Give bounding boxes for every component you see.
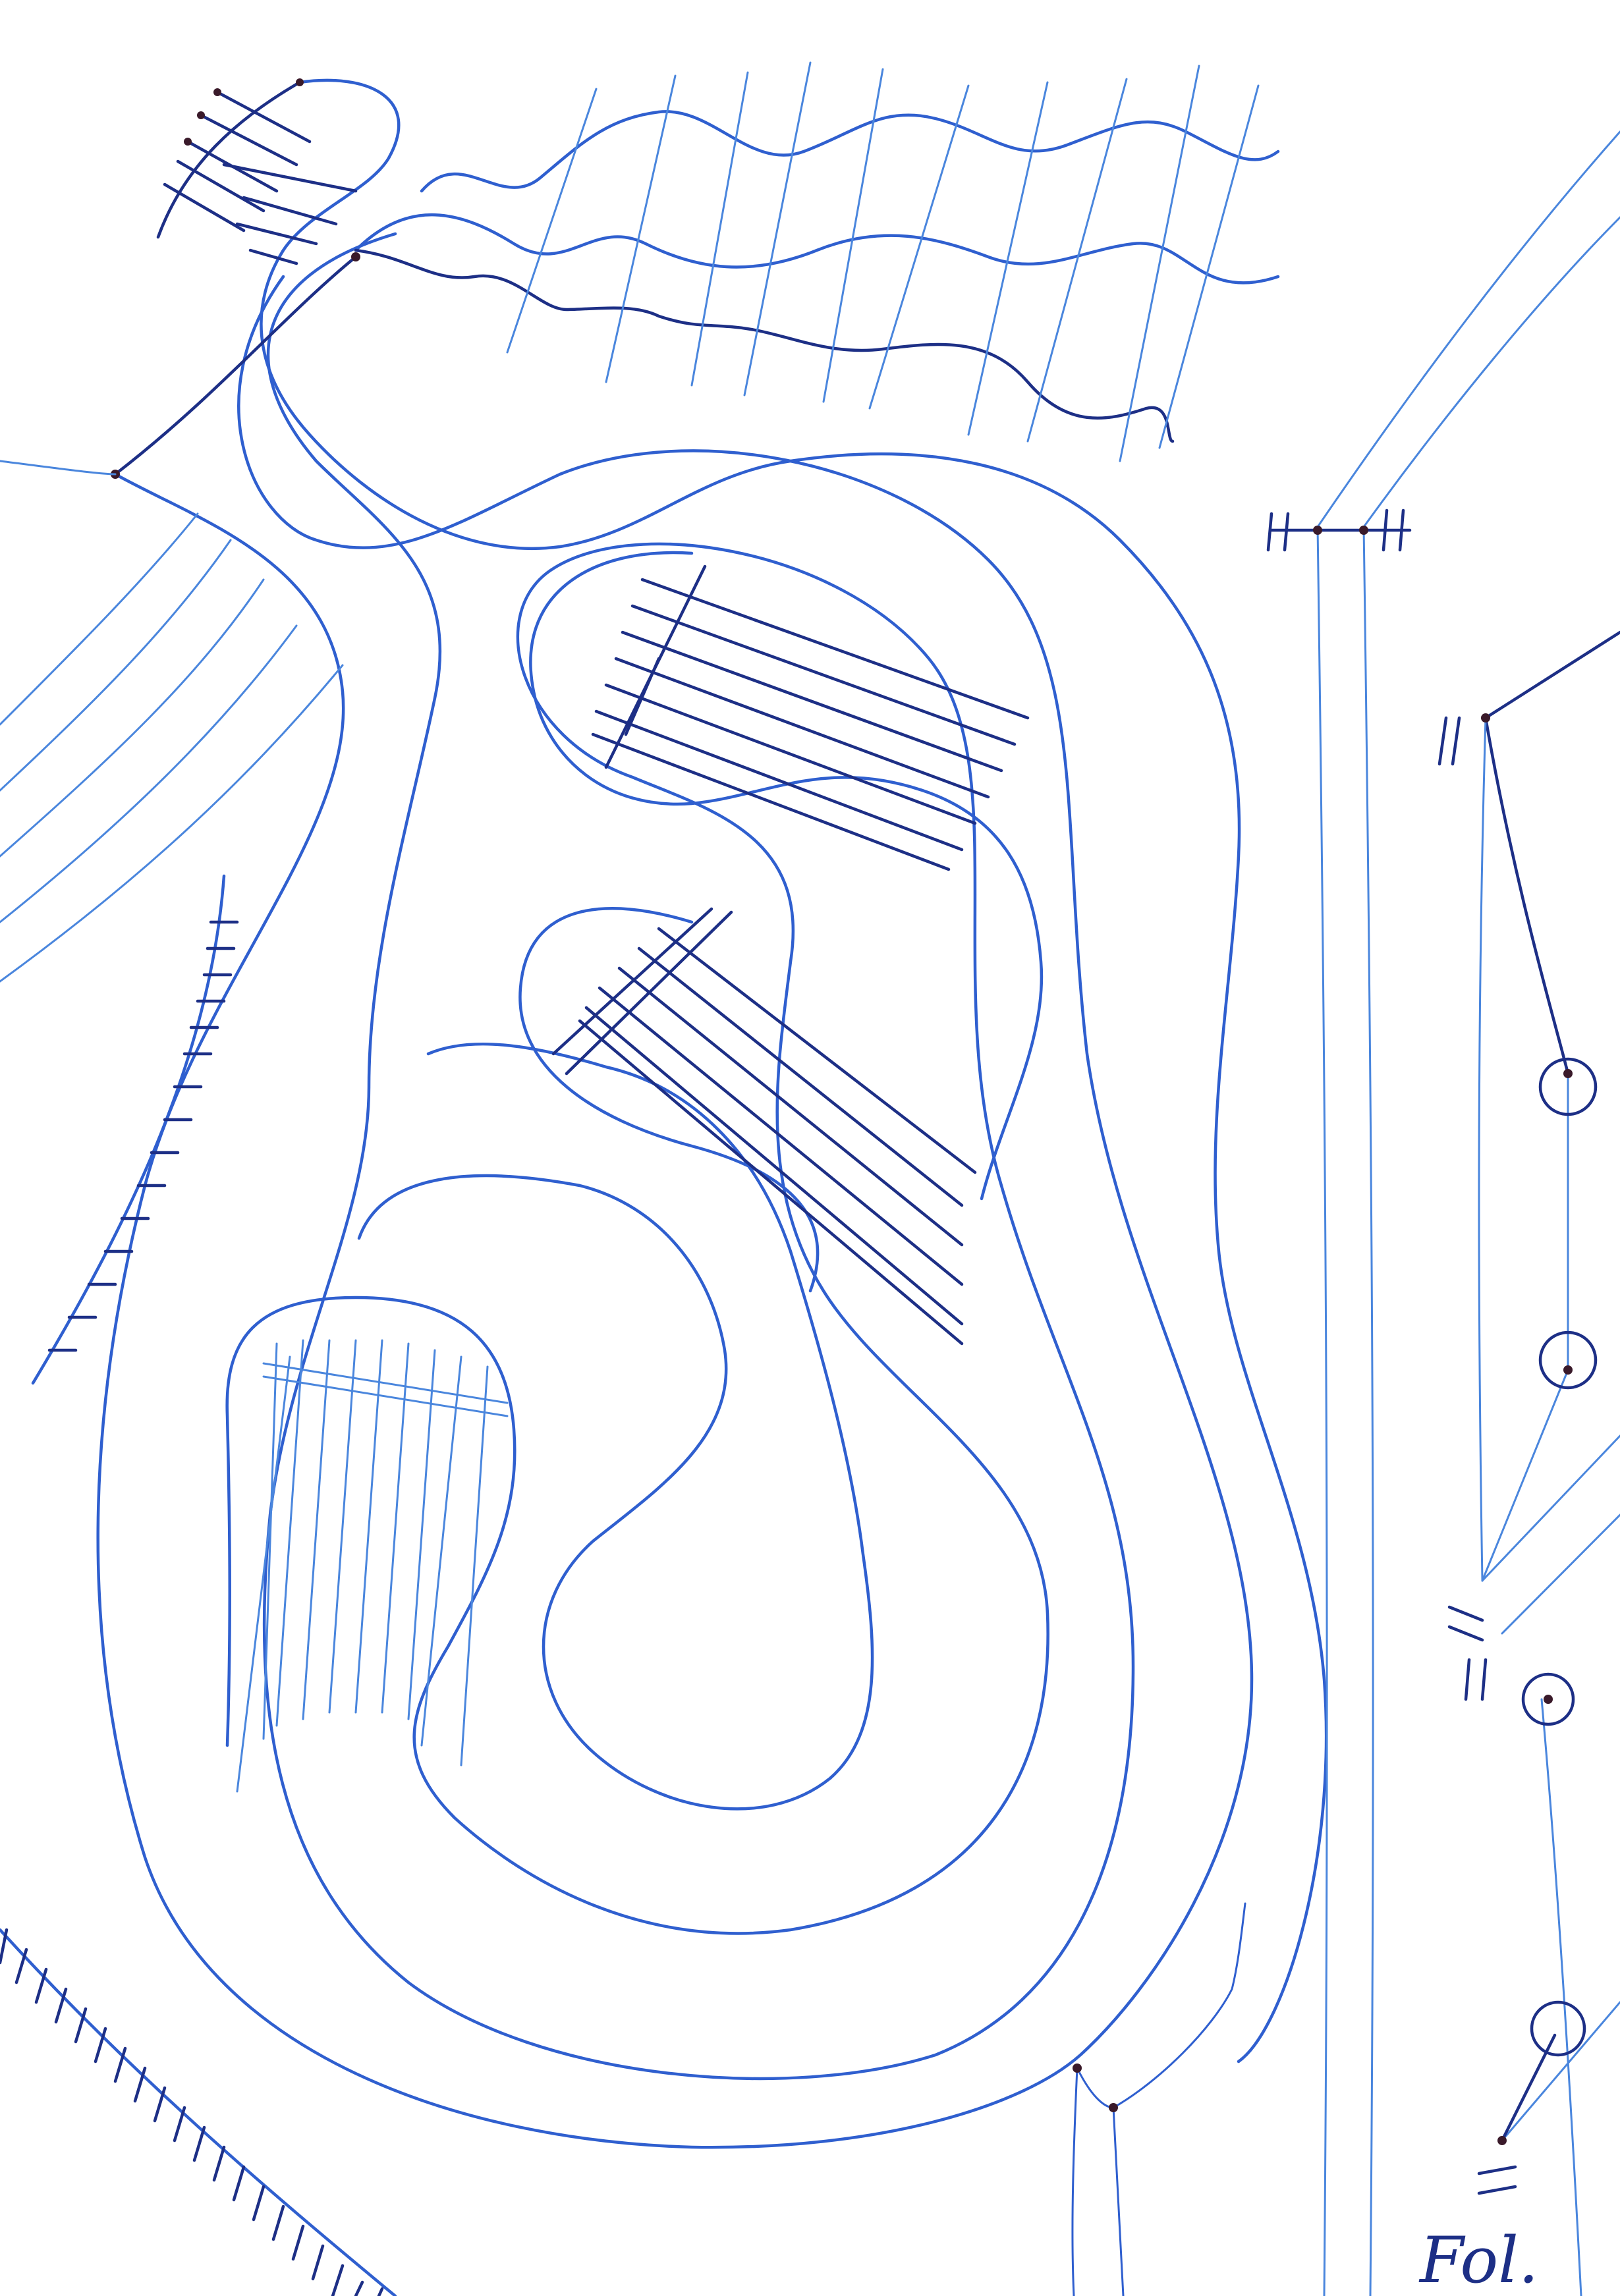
hatched-field-upper (591, 564, 1030, 871)
cable-circle-4 (1530, 2000, 1586, 2057)
outlet-dot-1 (1073, 2064, 1082, 2073)
cable-line-right (1438, 630, 1620, 2296)
top-left-hatches (111, 78, 360, 479)
right-road (1266, 130, 1620, 2296)
outlet-right-bank (1112, 2106, 1125, 2296)
right-road-left-edge (1316, 526, 1328, 2296)
cable-line-bottom-2 (1501, 2001, 1620, 2142)
cable-line-lower-2 (1501, 1514, 1620, 1635)
outlet-join (1076, 1902, 1246, 2109)
outlet-dot-2 (1109, 2103, 1118, 2112)
cable-line-left (1478, 717, 1487, 1582)
left-railway (31, 874, 239, 1385)
river-upper-lobe (260, 78, 1328, 2064)
cable-circle-2 (1538, 1330, 1598, 1390)
outlet-left-bank (1071, 2067, 1078, 2296)
wavy-water-lines (354, 61, 1280, 462)
left-road-lines (0, 460, 344, 983)
cable-line-main (1484, 716, 1570, 1076)
hatched-field-lower (236, 1339, 509, 1793)
left-railway-line (31, 874, 226, 1385)
right-road-upper-right (1362, 216, 1620, 528)
left-railway-ticks (47, 920, 239, 1352)
river-outlet (1071, 1902, 1246, 2296)
artist-signature: Fol. (1418, 2224, 1538, 2296)
cable-line-bottom (1540, 1698, 1582, 2296)
cable-circle-1 (1538, 1057, 1598, 1116)
hatched-field-middle (551, 907, 977, 1346)
hatch-ticks-top-left (163, 90, 358, 265)
river-outer-loop (96, 275, 1254, 2149)
right-road-right-edge (1362, 526, 1374, 2296)
bottom-left-railway-line (0, 1928, 397, 2296)
wave-line-1 (420, 110, 1280, 193)
right-road-upper-left (1316, 130, 1620, 528)
river-inner-meander (518, 907, 820, 1293)
river-second-loop (225, 232, 1135, 2081)
wave-hatching (506, 61, 1260, 462)
bottom-left-railway (0, 1928, 397, 2296)
bottom-left-railway-ticks (0, 1928, 384, 2296)
wave-line-2 (354, 213, 1280, 285)
cable-line-upper (1484, 630, 1620, 720)
rail-curve-a (156, 80, 302, 239)
river-inner-loop (357, 1042, 874, 1811)
cable-line-lower (1481, 1435, 1620, 1582)
rail-curve-top (113, 255, 358, 476)
cable-circle-3 (1521, 1672, 1575, 1726)
wave-line-3 (354, 248, 1175, 443)
